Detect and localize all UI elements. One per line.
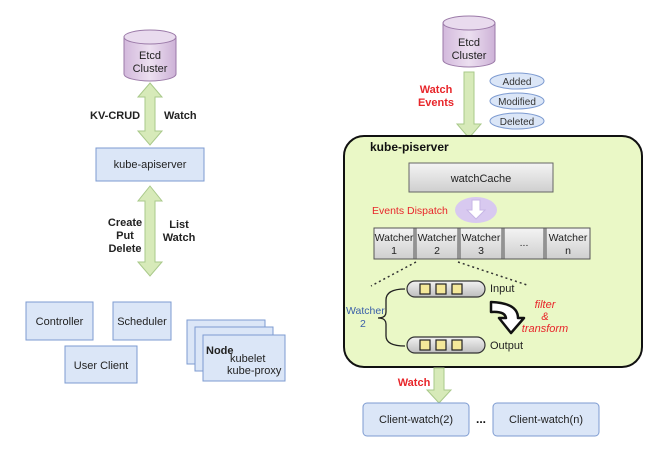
- watcher2-label-2: 2: [360, 318, 366, 330]
- svg-text:Watcher: Watcher: [549, 232, 588, 244]
- node-stack: Node kubelet kube-proxy: [186, 319, 286, 382]
- input-queue: Input: [406, 280, 514, 298]
- client-watch-2-label: Client-watch(2): [379, 414, 453, 426]
- client-watch-2-box: Client-watch(2): [362, 402, 470, 437]
- list-label: List: [169, 219, 189, 231]
- watch-cache-box: watchCache: [408, 162, 554, 193]
- event-deleted: Deleted: [489, 112, 545, 130]
- client-ellipsis: ...: [476, 412, 486, 426]
- svg-text:...: ...: [520, 237, 529, 249]
- filter-label-2: &: [541, 311, 548, 323]
- list-watch-label: Watch: [163, 232, 196, 244]
- node-label: Node: [206, 345, 234, 357]
- kv-crud-label: KV-CRUD: [90, 110, 140, 122]
- create-label: Create: [108, 217, 142, 229]
- controller-box: Controller: [25, 301, 94, 341]
- left-watch-label: Watch: [164, 110, 197, 122]
- scheduler-box: Scheduler: [112, 301, 172, 341]
- svg-text:2: 2: [434, 245, 440, 257]
- output-label: Output: [490, 340, 523, 352]
- watch-cache-label: watchCache: [450, 173, 512, 185]
- watch-events-arrow: [455, 71, 483, 139]
- scheduler-label: Scheduler: [117, 316, 167, 328]
- events-dispatch-arrow: [465, 199, 487, 220]
- svg-text:Watcher: Watcher: [462, 232, 501, 244]
- bottom-watch-label: Watch: [398, 377, 431, 389]
- left-double-arrow-top: [136, 82, 164, 146]
- client-watch-n-label: Client-watch(n): [509, 414, 583, 426]
- right-etcd-label-2: Cluster: [452, 50, 487, 62]
- bottom-watch-arrow: [425, 367, 453, 404]
- output-queue: Output: [406, 336, 523, 354]
- left-etcd-cylinder: Etcd Cluster: [123, 29, 177, 82]
- kubelet-label: kubelet: [230, 353, 265, 365]
- event-added: Added: [489, 72, 545, 90]
- filter-transform-arrow: [489, 300, 526, 335]
- watcher2-bracket: [377, 288, 406, 347]
- filter-label-1: filter: [535, 299, 557, 311]
- watcher2-label-1: Watcher: [346, 305, 385, 317]
- watcher-cell-3: Watcher 3: [459, 227, 503, 260]
- svg-text:3: 3: [478, 245, 484, 257]
- user-client-box: User Client: [64, 345, 138, 384]
- left-etcd-label-2: Cluster: [133, 63, 168, 75]
- watcher-cell-n: Watcher n: [545, 227, 591, 260]
- svg-text:1: 1: [391, 245, 397, 257]
- svg-text:Added: Added: [503, 77, 532, 88]
- zoom-line-left: [370, 261, 417, 287]
- filter-label-3: transform: [522, 323, 568, 335]
- kube-apiserver-box: kube-apiserver: [95, 147, 205, 182]
- svg-text:Modified: Modified: [498, 97, 536, 108]
- svg-text:Deleted: Deleted: [500, 117, 534, 128]
- put-label: Put: [116, 230, 134, 242]
- kube-proxy-label: kube-proxy: [227, 365, 282, 377]
- events-dispatch-label: Events Dispatch: [372, 205, 448, 217]
- svg-text:Watcher: Watcher: [375, 232, 414, 244]
- svg-text:Watcher: Watcher: [418, 232, 457, 244]
- watcher-cell-1: Watcher 1: [373, 227, 415, 260]
- svg-text:n: n: [565, 245, 571, 257]
- event-modified: Modified: [489, 92, 545, 110]
- container-title: kube-piserver: [370, 140, 449, 154]
- delete-label: Delete: [108, 243, 141, 255]
- user-client-label: User Client: [74, 360, 128, 372]
- zoom-line-right: [457, 261, 528, 286]
- watcher-cell-ellipsis: ...: [503, 227, 545, 260]
- left-etcd-label-1: Etcd: [139, 50, 161, 62]
- left-double-arrow-bottom: [136, 185, 164, 277]
- input-label: Input: [490, 283, 514, 295]
- watcher-cell-2: Watcher 2: [415, 227, 459, 260]
- right-etcd-cylinder: Etcd Cluster: [442, 15, 496, 68]
- client-watch-n-box: Client-watch(n): [492, 402, 600, 437]
- controller-label: Controller: [36, 316, 84, 328]
- watch-events-label-2: Events: [418, 97, 454, 109]
- right-etcd-label-1: Etcd: [458, 37, 480, 49]
- watcher-row: Watcher 1 Watcher 2 Watcher 3 ... Watche…: [373, 227, 591, 260]
- watch-events-label-1: Watch: [420, 84, 453, 96]
- kube-apiserver-label: kube-apiserver: [114, 159, 187, 171]
